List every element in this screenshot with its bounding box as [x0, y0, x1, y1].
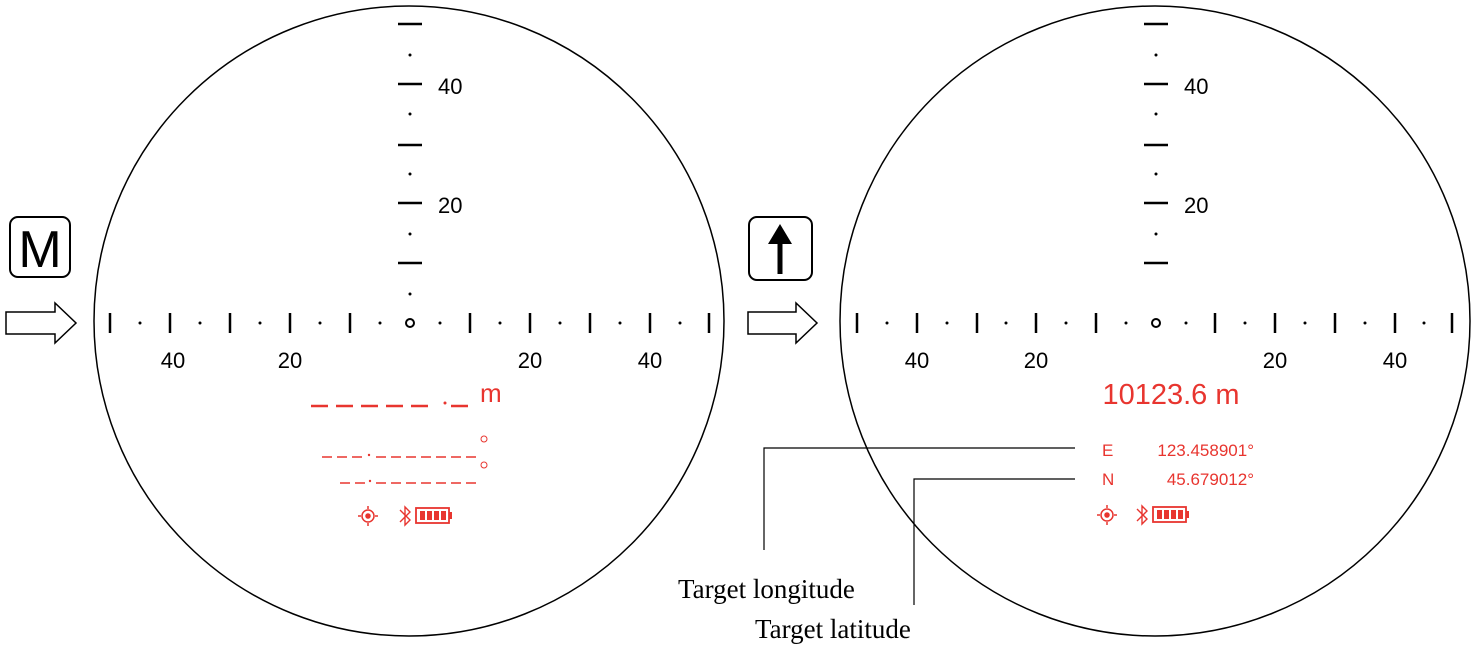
latitude-direction: N	[1102, 470, 1114, 489]
longitude-callout-label: Target longitude	[678, 574, 855, 604]
horizontal-tick-label: 20	[1024, 348, 1048, 373]
bluetooth-icon	[399, 505, 411, 527]
horizontal-tick-label: 40	[638, 348, 662, 373]
longitude-value: 123.458901°	[1157, 441, 1254, 460]
vertical-tick-label: 40	[438, 74, 462, 99]
bluetooth-icon	[1136, 504, 1148, 526]
eyepiece-view-left: 40 20 40 20 2	[93, 5, 725, 637]
horizontal-reticle	[855, 313, 1454, 333]
horizontal-tick-label: 40	[905, 348, 929, 373]
distance-unit: m	[480, 378, 502, 408]
longitude-callout-line	[763, 447, 1075, 550]
reticle-center	[405, 318, 415, 328]
flow-arrow-left	[5, 301, 78, 345]
flow-arrow-right	[747, 301, 819, 345]
latitude-value: 45.679012°	[1167, 470, 1254, 489]
horizontal-tick-label: 40	[161, 348, 185, 373]
eyepiece-circle	[93, 5, 725, 637]
distance-readout: 10123.6 m	[1102, 379, 1239, 411]
horizontal-tick-label: 20	[1263, 348, 1287, 373]
horizontal-tick-label: 20	[518, 348, 542, 373]
battery-icon	[415, 507, 452, 524]
vertical-tick-label: 40	[1184, 74, 1208, 99]
vertical-reticle	[398, 22, 422, 265]
horizontal-reticle	[108, 313, 711, 333]
vertical-reticle	[1144, 22, 1168, 265]
vertical-tick-label: 20	[438, 193, 462, 218]
m-key-icon: M	[9, 216, 71, 279]
longitude-direction: E	[1102, 441, 1113, 460]
crosshair-icon	[1097, 505, 1117, 525]
crosshair-icon	[358, 506, 378, 526]
up-arrow-key-icon	[748, 216, 813, 281]
horizontal-tick-label: 20	[278, 348, 302, 373]
vertical-tick-label: 20	[1184, 193, 1208, 218]
horizontal-tick-label: 40	[1383, 348, 1407, 373]
battery-icon	[1152, 506, 1189, 523]
latitude-callout-label: Target latitude	[755, 614, 911, 644]
eyepiece-circle	[839, 5, 1471, 637]
eyepiece-view-right: 40 20 40 20 20	[839, 5, 1471, 637]
latitude-callout-line	[913, 478, 1075, 605]
reticle-center	[1151, 318, 1161, 328]
m-key-label: M	[18, 221, 61, 279]
